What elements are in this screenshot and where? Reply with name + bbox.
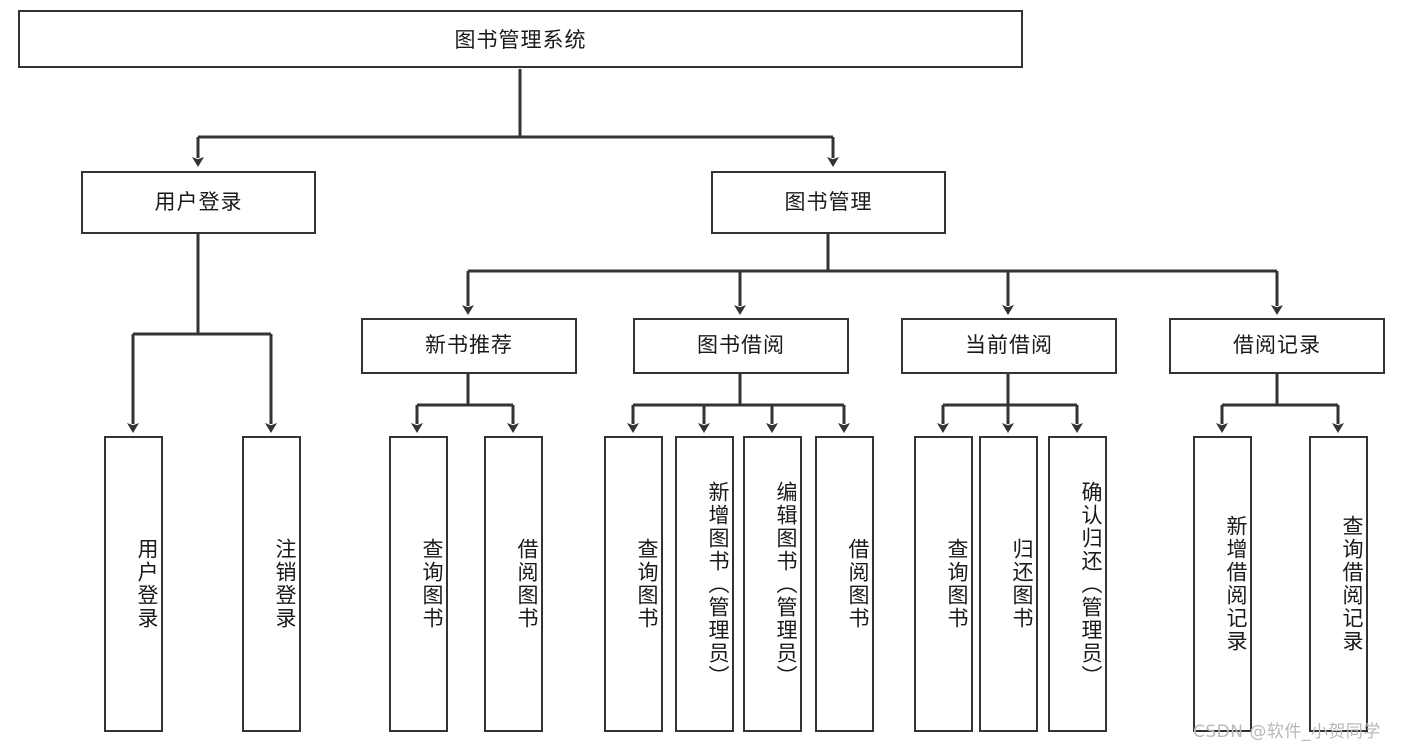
leaf-current-confirm-return[interactable]: 确认归还（管理员） xyxy=(1048,436,1107,732)
node-label: 查询图书 xyxy=(945,538,969,630)
node-root-system[interactable]: 图书管理系统 xyxy=(18,10,1023,68)
node-label: 注销登录 xyxy=(273,538,297,630)
node-label: 编辑图书（管理员） xyxy=(774,480,798,688)
node-label: 归还图书 xyxy=(1010,538,1034,630)
node-borrow-record[interactable]: 借阅记录 xyxy=(1169,318,1385,374)
node-label: 查询图书 xyxy=(635,538,659,630)
leaf-borrow-borrow-book[interactable]: 借阅图书 xyxy=(815,436,874,732)
leaf-borrow-add-book[interactable]: 新增图书（管理员） xyxy=(675,436,734,732)
leaf-user-login-logout[interactable]: 注销登录 xyxy=(242,436,301,732)
leaf-borrow-edit-book[interactable]: 编辑图书（管理员） xyxy=(743,436,802,732)
node-label: 查询借阅记录 xyxy=(1340,515,1364,653)
node-label: 查询图书 xyxy=(420,538,444,630)
node-label: 图书借阅 xyxy=(697,333,785,358)
node-user-login[interactable]: 用户登录 xyxy=(81,171,316,234)
leaf-recommend-query-book[interactable]: 查询图书 xyxy=(389,436,448,732)
csdn-watermark: CSDN @软件_小贺同学 xyxy=(1193,722,1381,742)
leaf-user-login-login[interactable]: 用户登录 xyxy=(104,436,163,732)
node-label: 新增借阅记录 xyxy=(1224,515,1248,653)
node-label: 用户登录 xyxy=(154,189,243,214)
node-label: 用户登录 xyxy=(135,538,159,630)
node-label: 当前借阅 xyxy=(965,333,1053,358)
leaf-record-query-record[interactable]: 查询借阅记录 xyxy=(1309,436,1368,732)
node-label: 确认归还（管理员） xyxy=(1079,480,1103,688)
node-label: 借阅图书 xyxy=(846,538,870,630)
leaf-borrow-query-book[interactable]: 查询图书 xyxy=(604,436,663,732)
node-label: 借阅记录 xyxy=(1233,333,1321,358)
leaf-current-return-book[interactable]: 归还图书 xyxy=(979,436,1038,732)
node-book-management[interactable]: 图书管理 xyxy=(711,171,946,234)
node-label: 图书管理系统 xyxy=(454,28,587,52)
node-new-book-recommend[interactable]: 新书推荐 xyxy=(361,318,577,374)
leaf-record-add-record[interactable]: 新增借阅记录 xyxy=(1193,436,1252,732)
node-label: 新增图书（管理员） xyxy=(706,480,730,688)
leaf-current-query-book[interactable]: 查询图书 xyxy=(914,436,973,732)
node-label: 新书推荐 xyxy=(425,333,513,358)
node-label: 图书管理 xyxy=(784,189,873,214)
leaf-recommend-borrow-book[interactable]: 借阅图书 xyxy=(484,436,543,732)
node-label: 借阅图书 xyxy=(515,538,539,630)
node-current-borrow[interactable]: 当前借阅 xyxy=(901,318,1117,374)
node-book-borrow[interactable]: 图书借阅 xyxy=(633,318,849,374)
